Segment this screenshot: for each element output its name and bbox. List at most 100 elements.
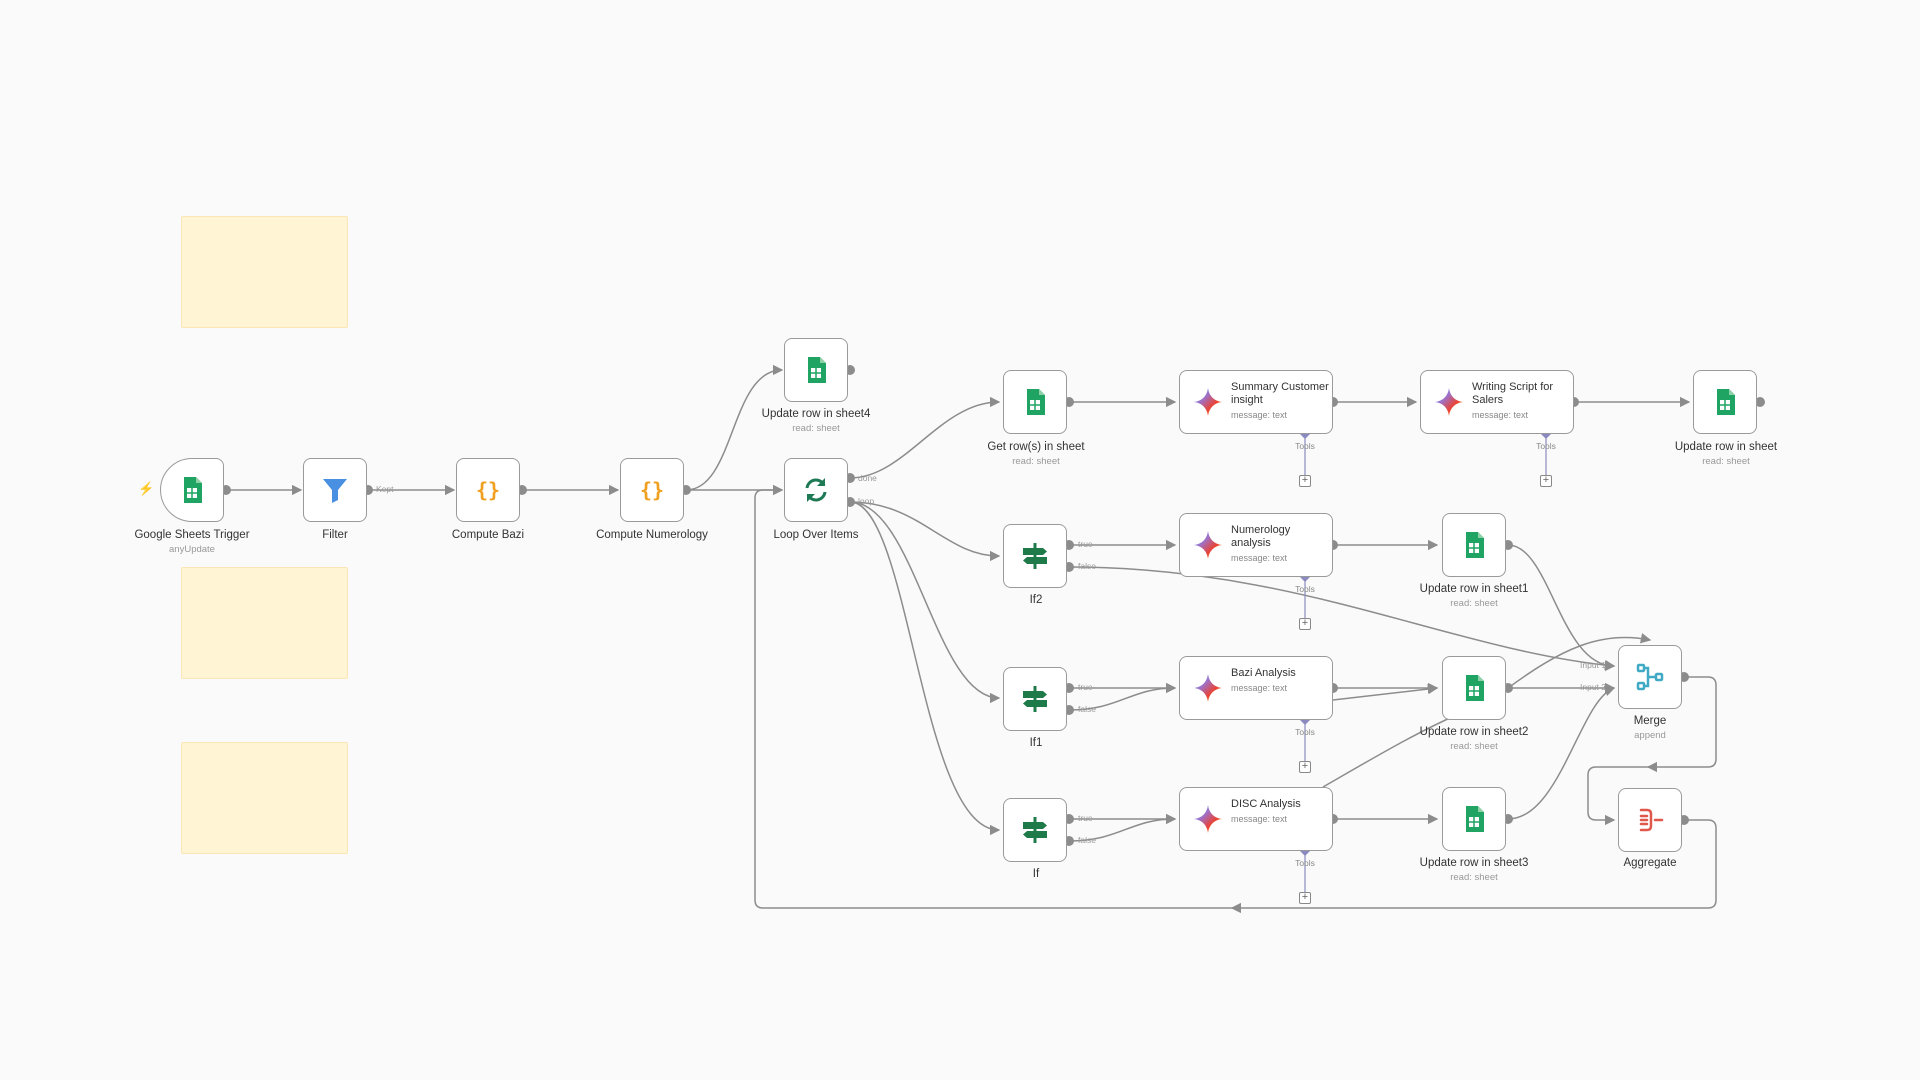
node-writing-script[interactable]: Writing Script for Salers message: text bbox=[1420, 370, 1574, 434]
edge-update2-merge-top bbox=[1507, 633, 1652, 689]
port-label-if2-true: true bbox=[1078, 539, 1093, 549]
edge-numerology-sheet4 bbox=[685, 364, 784, 491]
edge-loop-if2 bbox=[849, 501, 1001, 562]
node-label-loop-over-items: Loop Over Items bbox=[773, 529, 859, 541]
node-sub-writing-script: message: text bbox=[1472, 410, 1529, 420]
node-sub-bazi-analysis: message: text bbox=[1231, 683, 1288, 693]
node-merge[interactable] bbox=[1618, 645, 1682, 709]
curly-braces-code-icon: {} bbox=[476, 478, 500, 502]
node-label-update-row-sheet3: Update row in sheet3 bbox=[1419, 857, 1529, 869]
google-sheets-icon bbox=[1466, 675, 1484, 701]
port-label-if-false: false bbox=[1078, 835, 1096, 845]
node-label-if: If bbox=[1032, 868, 1040, 880]
node-get-rows-sheet[interactable] bbox=[1003, 370, 1067, 434]
edge-loop-if1 bbox=[849, 501, 1001, 704]
loop-arrows-icon bbox=[805, 478, 827, 502]
signpost-icon bbox=[1023, 686, 1047, 712]
node-filter[interactable] bbox=[303, 458, 367, 522]
add-tool-button-bazi[interactable]: + bbox=[1299, 761, 1311, 773]
node-label-update-row-sheet1: Update row in sheet1 bbox=[1419, 583, 1529, 595]
node-sub-update-row-sheet4: read: sheet bbox=[792, 423, 840, 434]
add-tool-button-summary[interactable]: + bbox=[1299, 475, 1311, 487]
node-title-writing-script: Writing Script for Salers bbox=[1472, 381, 1554, 406]
svg-text:{}: {} bbox=[640, 478, 664, 502]
node-title-summary-customer-insight: Summary Customer insight bbox=[1231, 381, 1329, 406]
node-label-compute-numerology: Compute Numerology bbox=[596, 529, 708, 541]
signpost-icon bbox=[1023, 543, 1047, 569]
node-update-row-sheet2[interactable] bbox=[1442, 656, 1506, 720]
edge-loop-done-getrows bbox=[849, 396, 1001, 479]
gemini-sparkle-icon bbox=[1194, 388, 1222, 416]
out-port-update-sheet bbox=[1755, 397, 1765, 407]
add-tool-button-numerology[interactable]: + bbox=[1299, 618, 1311, 630]
node-numerology-analysis[interactable]: Numerology analysis message: text bbox=[1179, 513, 1333, 577]
google-sheets-icon bbox=[1466, 806, 1484, 832]
node-update-row-sheet[interactable] bbox=[1693, 370, 1757, 434]
node-label-filter: Filter bbox=[322, 529, 348, 541]
node-sub-numerology-analysis: message: text bbox=[1231, 553, 1288, 563]
node-sub-disc-analysis: message: text bbox=[1231, 814, 1288, 824]
gemini-sparkle-icon bbox=[1194, 674, 1222, 702]
add-tool-button-writing[interactable]: + bbox=[1540, 475, 1552, 487]
gemini-sparkle-icon bbox=[1194, 805, 1222, 833]
node-aggregate[interactable] bbox=[1618, 788, 1682, 852]
port-label-kept: Kept bbox=[376, 484, 394, 494]
port-label-merge-input2: Input 2 bbox=[1580, 682, 1606, 692]
sticky-note-1[interactable] bbox=[181, 216, 348, 328]
tools-label-writing: Tools bbox=[1536, 441, 1556, 451]
port-label-if1-false: false bbox=[1078, 704, 1096, 714]
node-google-sheets-trigger[interactable] bbox=[160, 458, 224, 522]
trigger-bolt-icon: ⚡ bbox=[138, 481, 155, 496]
node-label-if1: If1 bbox=[1029, 737, 1043, 749]
node-label-if2: If2 bbox=[1029, 594, 1043, 606]
port-label-done: done bbox=[858, 473, 877, 483]
node-update-row-sheet4[interactable] bbox=[784, 338, 848, 402]
node-compute-numerology[interactable]: {} bbox=[620, 458, 684, 522]
node-sub-summary-customer-insight: message: text bbox=[1231, 410, 1288, 420]
aggregate-icon bbox=[1639, 808, 1664, 832]
node-disc-analysis[interactable]: DISC Analysis message: text bbox=[1179, 787, 1333, 851]
node-sub-update-row-sheet1: read: sheet bbox=[1450, 598, 1498, 609]
svg-text:{}: {} bbox=[476, 478, 500, 502]
sticky-note-2[interactable] bbox=[181, 567, 348, 679]
edge-update1-merge bbox=[1507, 544, 1616, 672]
node-update-row-sheet3[interactable] bbox=[1442, 787, 1506, 851]
node-title-bazi-analysis: Bazi Analysis bbox=[1231, 667, 1296, 679]
merge-icon bbox=[1636, 663, 1664, 691]
node-label-update-row-sheet: Update row in sheet bbox=[1674, 441, 1778, 453]
node-if[interactable] bbox=[1003, 798, 1067, 862]
edge-update3-merge bbox=[1507, 686, 1616, 820]
edge-loop-if bbox=[849, 501, 1001, 836]
node-sub-update-row-sheet2: read: sheet bbox=[1450, 741, 1498, 752]
node-update-row-sheet1[interactable] bbox=[1442, 513, 1506, 577]
node-bazi-analysis[interactable]: Bazi Analysis message: text bbox=[1179, 656, 1333, 720]
node-if2[interactable] bbox=[1003, 524, 1067, 588]
edge-if1-false-bazi bbox=[1068, 682, 1177, 711]
node-sub-update-row-sheet3: read: sheet bbox=[1450, 872, 1498, 883]
node-label-update-row-sheet2: Update row in sheet2 bbox=[1419, 726, 1529, 738]
node-title-numerology-analysis: Numerology analysis bbox=[1231, 524, 1291, 549]
tools-label-disc: Tools bbox=[1295, 858, 1315, 868]
node-title-disc-analysis: DISC Analysis bbox=[1231, 798, 1301, 810]
google-sheets-icon bbox=[808, 357, 826, 383]
port-label-if1-true: true bbox=[1078, 682, 1093, 692]
port-label-if-true: true bbox=[1078, 813, 1093, 823]
node-label-compute-bazi: Compute Bazi bbox=[451, 529, 525, 541]
add-tool-button-disc[interactable]: + bbox=[1299, 892, 1311, 904]
node-sub-update-row-sheet: read: sheet bbox=[1702, 456, 1750, 467]
node-compute-bazi[interactable]: {} bbox=[456, 458, 520, 522]
google-sheets-icon bbox=[1027, 389, 1045, 415]
node-label-google-sheets-trigger: Google Sheets Trigger bbox=[134, 529, 250, 541]
node-label-aggregate: Aggregate bbox=[1623, 857, 1677, 869]
port-label-if2-false: false bbox=[1078, 561, 1096, 571]
sticky-note-3[interactable] bbox=[181, 742, 348, 854]
signpost-icon bbox=[1023, 817, 1047, 843]
node-loop-over-items[interactable] bbox=[784, 458, 848, 522]
google-sheets-icon bbox=[1466, 532, 1484, 558]
edge-bazi-update2-b bbox=[1332, 683, 1439, 701]
node-sub-google-sheets-trigger: anyUpdate bbox=[169, 544, 215, 555]
node-if1[interactable] bbox=[1003, 667, 1067, 731]
node-summary-customer-insight[interactable]: Summary Customer insight message: text bbox=[1179, 370, 1333, 434]
node-sub-merge: append bbox=[1634, 730, 1666, 741]
tools-label-summary: Tools bbox=[1295, 441, 1315, 451]
